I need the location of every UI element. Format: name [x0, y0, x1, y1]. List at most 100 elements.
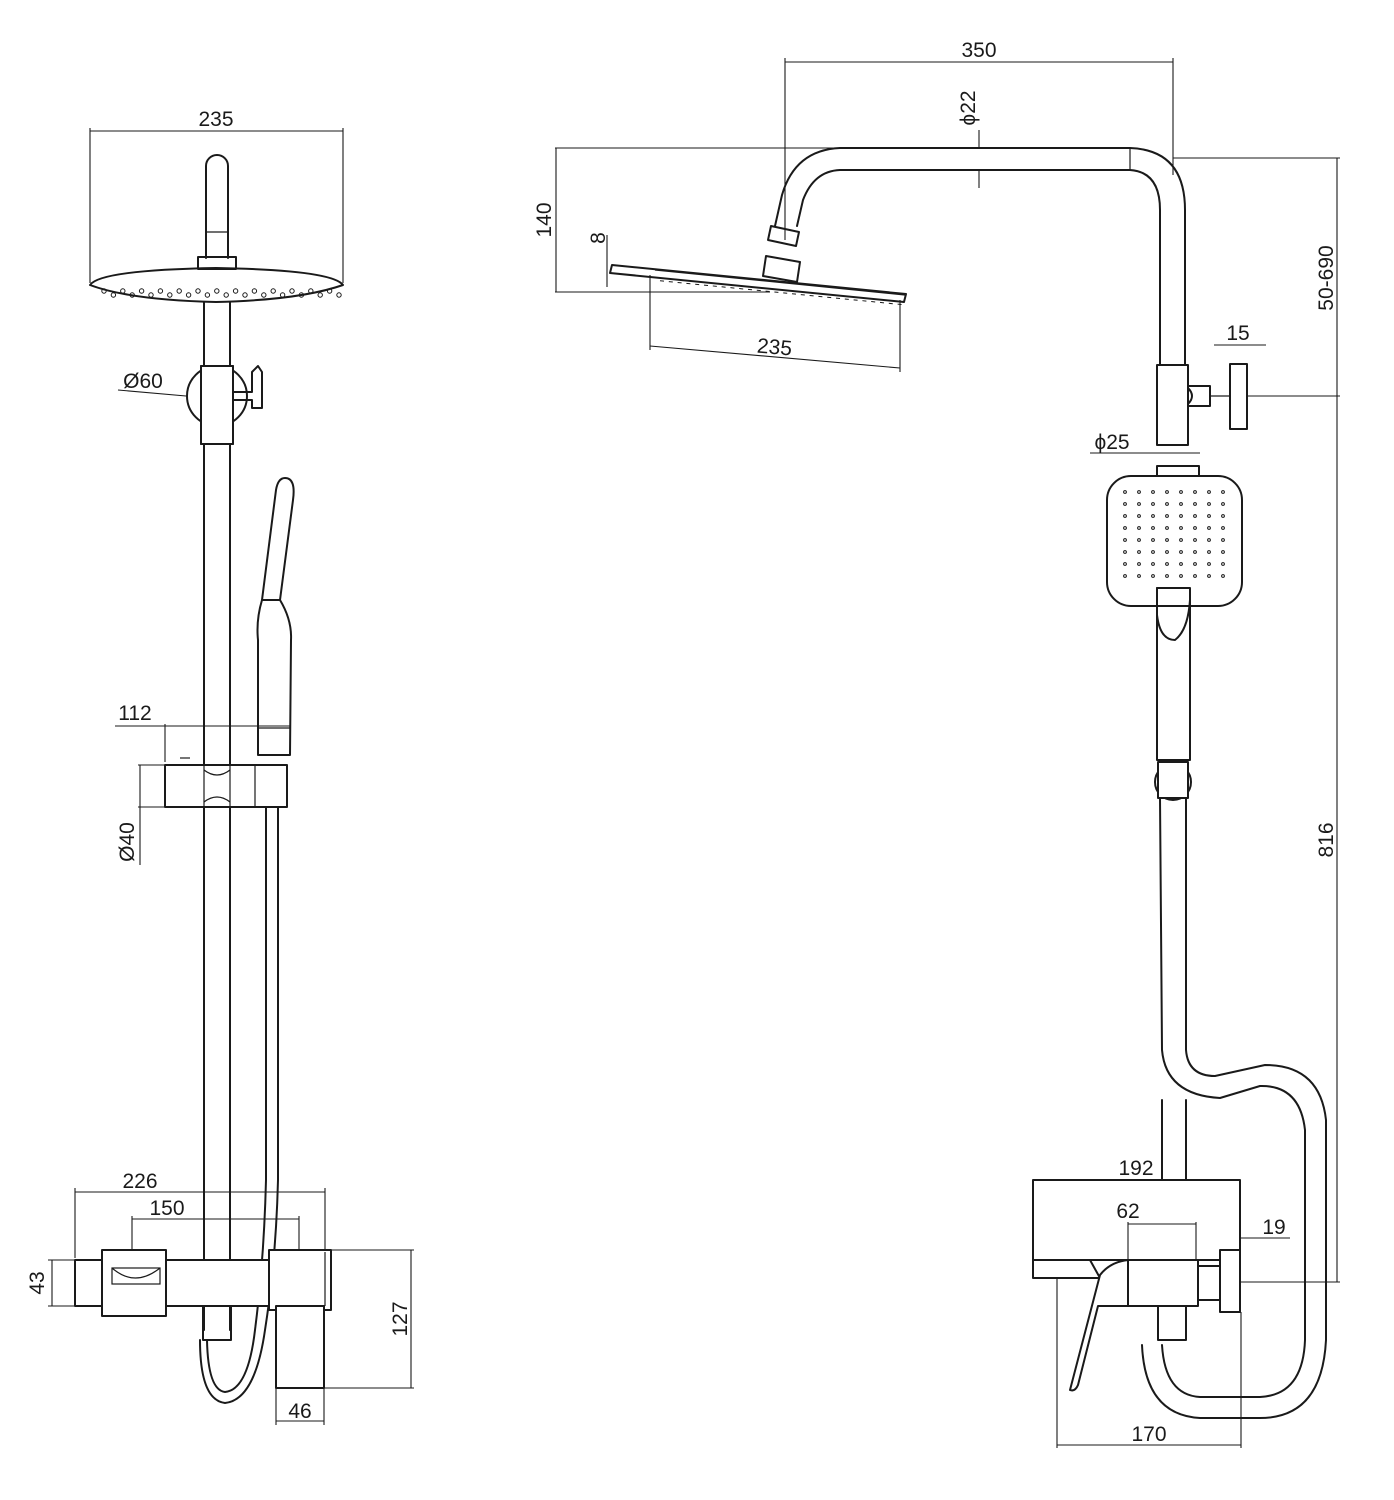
nozzle: [157, 288, 164, 294]
dim-side-mixer-length: 192: [1118, 1157, 1153, 1180]
dim-side-arm-diameter: ϕ22: [957, 90, 980, 125]
nozzle: [110, 292, 117, 298]
nozzle: [1193, 538, 1197, 542]
nozzle: [1221, 574, 1225, 578]
nozzle: [1123, 526, 1127, 530]
nozzle: [279, 292, 286, 298]
front-dimensions: [48, 128, 414, 1425]
dim-side-arm-length: 350: [961, 39, 996, 62]
hand-shower-nozzles: [1123, 490, 1225, 578]
nozzle: [1165, 490, 1169, 494]
nozzle: [1151, 574, 1155, 578]
side-dimension-labels: 350 ϕ22 140 8 235 50-690 15 ϕ25 816 192 …: [533, 39, 1338, 1446]
nozzle: [195, 288, 201, 294]
nozzle: [1151, 526, 1155, 530]
nozzle: [1179, 490, 1183, 494]
nozzle: [242, 292, 248, 298]
nozzle: [1221, 550, 1225, 554]
nozzle: [1193, 490, 1197, 494]
nozzle: [326, 288, 333, 294]
nozzle: [1179, 514, 1183, 518]
nozzle: [1193, 562, 1197, 566]
dim-side-bracket-depth: 15: [1226, 322, 1249, 345]
front-wall-holder: [186, 365, 263, 445]
nozzle: [1137, 550, 1141, 554]
nozzle: [270, 288, 276, 294]
dim-front-handle-width: 46: [288, 1400, 311, 1423]
front-mixer: [74, 1249, 332, 1389]
nozzle: [1165, 502, 1169, 506]
nozzle: [1151, 562, 1155, 566]
nozzle: [1151, 502, 1155, 506]
nozzle: [1137, 526, 1141, 530]
dim-front-mixer-height: 43: [26, 1271, 49, 1294]
nozzle: [1123, 550, 1127, 554]
nozzle: [1123, 502, 1127, 506]
dim-front-slider-offset: 112: [118, 702, 151, 725]
dim-front-head-width: 235: [198, 108, 233, 131]
nozzle: [261, 292, 267, 298]
nozzle: [120, 288, 126, 294]
nozzle: [1221, 562, 1225, 566]
nozzle: [1193, 502, 1197, 506]
nozzle: [336, 292, 342, 298]
dim-front-holder-diameter: Ø60: [123, 370, 163, 393]
side-view: 350 ϕ22 140 8 235 50-690 15 ϕ25 816 192 …: [533, 39, 1340, 1448]
nozzle: [185, 292, 192, 298]
nozzle: [1207, 538, 1211, 542]
nozzle: [1165, 550, 1169, 554]
nozzle: [1123, 538, 1127, 542]
side-rain-head: [609, 264, 907, 306]
side-shower-arm: [762, 147, 1186, 446]
side-hand-shower: [1106, 465, 1243, 801]
nozzle: [1165, 574, 1169, 578]
nozzle: [1151, 514, 1155, 518]
nozzle: [1179, 538, 1183, 542]
dim-side-spout-length: 170: [1131, 1423, 1166, 1446]
nozzle: [1151, 550, 1155, 554]
front-rain-head: [89, 154, 344, 303]
nozzle: [1137, 502, 1141, 506]
nozzle: [1165, 562, 1169, 566]
nozzle: [308, 288, 314, 294]
dim-side-head-width: 235: [756, 335, 793, 361]
nozzle: [1207, 550, 1211, 554]
dim-side-pipe-diameter: ϕ25: [1094, 431, 1129, 454]
nozzle: [1193, 574, 1197, 578]
nozzle: [214, 288, 220, 294]
dim-front-inlet-centers: 150: [149, 1197, 184, 1220]
front-hose: [199, 806, 279, 1404]
nozzle: [1193, 514, 1197, 518]
side-dimensions: [555, 58, 1340, 1448]
nozzle: [1179, 526, 1183, 530]
nozzle: [1179, 562, 1183, 566]
nozzle: [1137, 514, 1141, 518]
nozzle: [1123, 562, 1127, 566]
nozzle: [298, 292, 305, 298]
front-riser-pipe: [203, 301, 231, 1331]
nozzle: [1193, 526, 1197, 530]
front-slider: [164, 757, 288, 808]
nozzle: [1123, 490, 1127, 494]
dim-side-pipe-height: 816: [1315, 822, 1338, 857]
dim-front-slider-diameter: Ø40: [116, 822, 139, 862]
nozzle: [223, 292, 229, 298]
nozzle: [1207, 490, 1211, 494]
dim-side-flange-depth: 19: [1262, 1216, 1285, 1239]
dim-side-adjust-range: 50-690: [1315, 245, 1338, 310]
side-mixer: [1032, 1179, 1241, 1392]
nozzle: [251, 288, 258, 294]
nozzle: [1221, 502, 1225, 506]
front-view: 235 Ø60 112 Ø40 226 150 43 127 46: [26, 108, 414, 1425]
nozzle: [176, 288, 182, 294]
dim-side-head-thickness: 8: [587, 232, 610, 244]
nozzle: [204, 292, 211, 298]
dim-side-head-drop: 140: [533, 202, 556, 237]
nozzle: [1179, 550, 1183, 554]
nozzle: [1221, 526, 1225, 530]
nozzle: [1207, 526, 1211, 530]
dim-front-overall-height: 127: [389, 1301, 412, 1336]
dim-side-outlet-width: 62: [1116, 1200, 1139, 1223]
rain-head-nozzles: [101, 288, 342, 298]
